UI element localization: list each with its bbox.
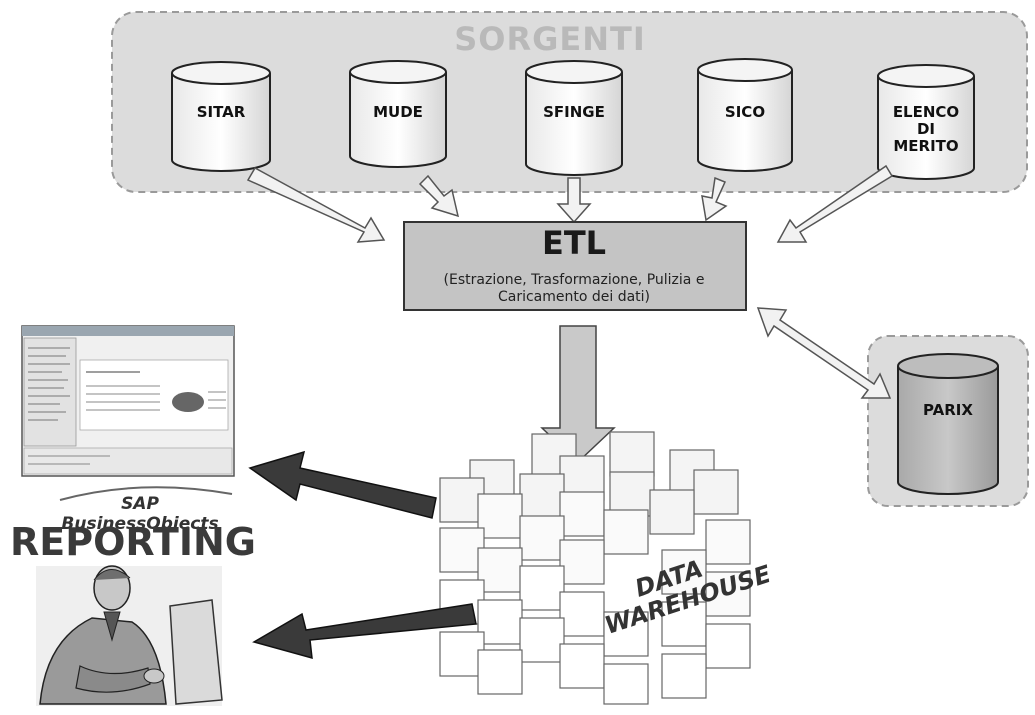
sources-group-title: SORGENTI	[454, 20, 646, 58]
sap-businessobjects-logo: SAP BusinessObjects	[61, 494, 219, 534]
user-at-computer-illustration	[36, 565, 223, 706]
etl-title: ETL	[541, 224, 607, 262]
reporting-title: REPORTING	[10, 520, 256, 564]
external-label-parix: PARIX	[923, 401, 973, 419]
database-cylinder-mude	[349, 60, 447, 168]
source-label-sico: SICO	[724, 103, 766, 121]
arrow-mude-to-etl	[418, 174, 460, 218]
database-cylinder-sfinge	[525, 60, 623, 176]
arrow-warehouse-to-report-lower	[252, 603, 477, 660]
arrow-sitar-to-etl	[246, 166, 386, 243]
database-cylinder-sitar	[171, 61, 271, 172]
arrow-warehouse-to-report-upper	[248, 450, 437, 519]
database-cylinder-elenco	[877, 64, 975, 180]
source-label-mude: MUDE	[373, 103, 423, 121]
etl-box	[403, 221, 747, 311]
arrow-etl-to-warehouse	[540, 325, 616, 464]
database-cylinder-parix	[897, 353, 999, 495]
arrow-elenco-to-etl	[776, 164, 894, 243]
data-warehouse-cube	[439, 431, 751, 705]
arrow-etl-parix-bidirectional	[756, 307, 892, 399]
arrow-sico-to-etl	[701, 176, 728, 222]
database-cylinder-sico	[697, 58, 793, 172]
arrow-sfinge-to-etl	[556, 177, 592, 224]
source-label-sitar: SITAR	[196, 103, 246, 121]
source-label-sfinge: SFINGE	[543, 103, 605, 121]
etl-description: (Estrazione, Trasformazione, Pulizia e C…	[443, 272, 705, 305]
source-label-elenco: ELENCO DI MERITO	[892, 103, 960, 155]
sap-logo-swoosh-icon	[59, 486, 233, 501]
report-screenshot-thumbnail	[21, 325, 235, 477]
